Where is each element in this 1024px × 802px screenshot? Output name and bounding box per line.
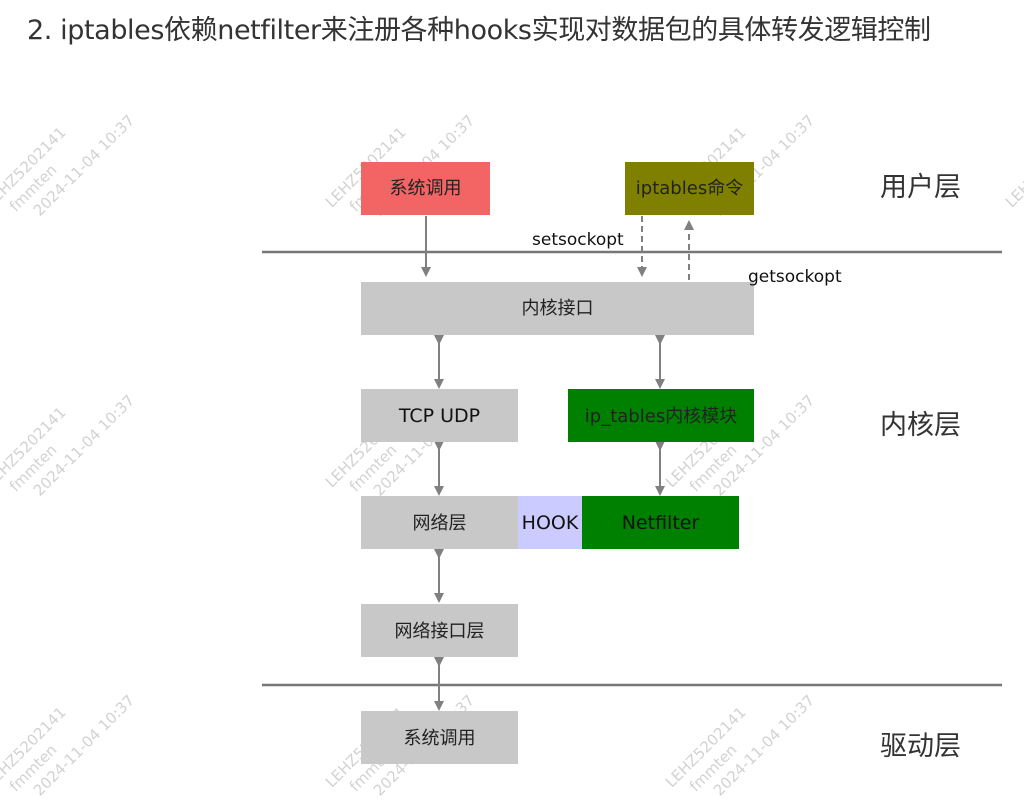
ip-tables-module-box: ip_tables内核模块 <box>568 389 754 442</box>
netfilter-label: Netfilter <box>622 512 700 534</box>
user-layer-label: 用户层 <box>880 172 961 203</box>
tcp-udp-label: TCP UDP <box>398 405 480 427</box>
kernel-layer-label: 内核层 <box>880 410 961 441</box>
page-heading: 2. iptables依赖netfilter来注册各种hooks实现对数据包的具… <box>27 15 931 46</box>
syscall-top-box: 系统调用 <box>361 162 490 215</box>
hook-label: HOOK <box>522 512 579 534</box>
syscall-top-label: 系统调用 <box>390 178 462 199</box>
network-interface-layer-label: 网络接口层 <box>395 621 485 642</box>
getsockopt-label: getsockopt <box>748 267 842 287</box>
hook-box: HOOK <box>518 496 582 549</box>
iptables-command-label: iptables命令 <box>636 178 743 199</box>
netfilter-box: Netfilter <box>582 496 739 549</box>
syscall-bottom-label: 系统调用 <box>404 728 476 749</box>
network-layer-label: 网络层 <box>413 513 467 534</box>
network-interface-layer-box: 网络接口层 <box>361 604 518 657</box>
ip-tables-module-label: ip_tables内核模块 <box>585 406 737 427</box>
iptables-command-box: iptables命令 <box>625 162 754 215</box>
setsockopt-label: setsockopt <box>532 230 624 250</box>
tcp-udp-box: TCP UDP <box>361 389 518 442</box>
driver-layer-label: 驱动层 <box>880 731 961 762</box>
kernel-interface-box: 内核接口 <box>361 282 754 335</box>
kernel-interface-label: 内核接口 <box>522 298 594 319</box>
watermark-text: LEHZ5202141 <box>1002 123 1024 211</box>
network-layer-box: 网络层 <box>361 496 518 549</box>
syscall-bottom-box: 系统调用 <box>361 711 518 764</box>
